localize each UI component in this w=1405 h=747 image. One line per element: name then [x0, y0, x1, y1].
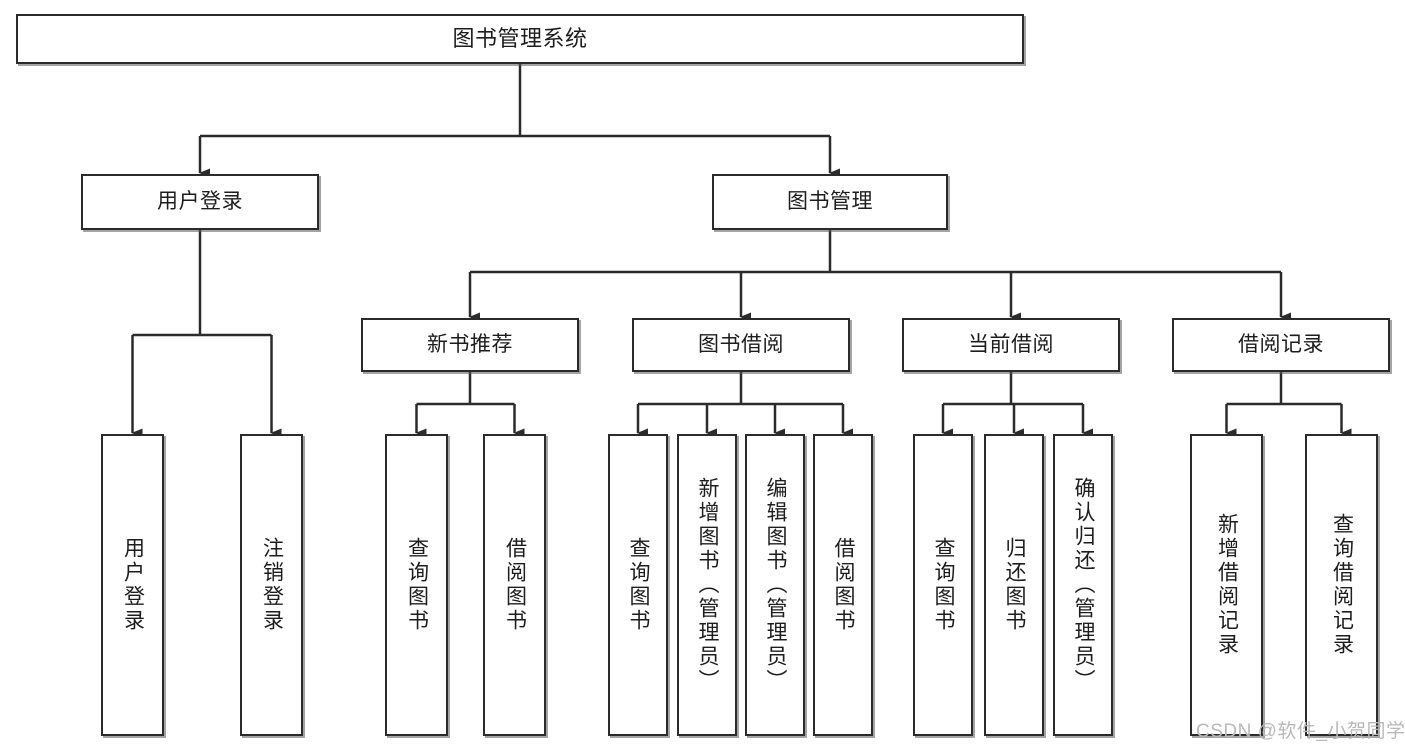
node-leaf-user-login[interactable]: 用户登录 — [101, 434, 164, 736]
node-root[interactable]: 图书管理系统 — [16, 14, 1024, 64]
node-leaf-add-book[interactable]: 新增图书（管理员） — [677, 434, 737, 736]
node-label: 新增图书（管理员） — [696, 477, 720, 693]
node-label: 当前借阅 — [968, 333, 1054, 357]
node-label: 新书推荐 — [427, 333, 513, 357]
node-label: 借阅记录 — [1238, 333, 1324, 357]
node-label: 编辑图书（管理员） — [764, 477, 788, 693]
node-leaf-edit-book[interactable]: 编辑图书（管理员） — [745, 434, 805, 736]
node-label: 确认归还（管理员） — [1072, 477, 1096, 693]
node-label: 用户登录 — [157, 190, 243, 214]
node-label: 归还图书 — [1003, 537, 1027, 633]
node-user-login[interactable]: 用户登录 — [81, 174, 319, 230]
node-book-manage[interactable]: 图书管理 — [712, 174, 948, 230]
node-new-book-rec[interactable]: 新书推荐 — [361, 318, 579, 372]
node-current-borrow[interactable]: 当前借阅 — [902, 318, 1120, 372]
node-label: 借阅图书 — [832, 537, 856, 633]
node-label: 图书借阅 — [698, 333, 784, 357]
node-leaf-borrow-book-2[interactable]: 借阅图书 — [813, 434, 873, 736]
node-label: 用户登录 — [121, 537, 145, 633]
node-book-borrow[interactable]: 图书借阅 — [632, 318, 850, 372]
node-label: 注销登录 — [260, 537, 284, 633]
node-label: 查询图书 — [405, 537, 429, 633]
node-label: 查询图书 — [932, 537, 956, 633]
node-label: 新增借阅记录 — [1215, 513, 1239, 657]
node-leaf-query-book-3[interactable]: 查询图书 — [913, 434, 973, 736]
node-label: 查询图书 — [627, 537, 651, 633]
node-label: 图书管理系统 — [452, 25, 588, 51]
node-leaf-borrow-book-1[interactable]: 借阅图书 — [483, 434, 546, 736]
node-leaf-query-book-1[interactable]: 查询图书 — [385, 434, 448, 736]
node-leaf-logout[interactable]: 注销登录 — [240, 434, 303, 736]
node-label: 图书管理 — [787, 190, 873, 214]
node-leaf-query-book-2[interactable]: 查询图书 — [608, 434, 668, 736]
node-borrow-record[interactable]: 借阅记录 — [1172, 318, 1390, 372]
node-leaf-return-book[interactable]: 归还图书 — [984, 434, 1044, 736]
node-label: 查询借阅记录 — [1330, 513, 1354, 657]
node-leaf-query-record[interactable]: 查询借阅记录 — [1305, 434, 1378, 736]
node-leaf-add-record[interactable]: 新增借阅记录 — [1190, 434, 1263, 736]
node-leaf-confirm-return[interactable]: 确认归还（管理员） — [1053, 434, 1113, 736]
node-label: 借阅图书 — [503, 537, 527, 633]
